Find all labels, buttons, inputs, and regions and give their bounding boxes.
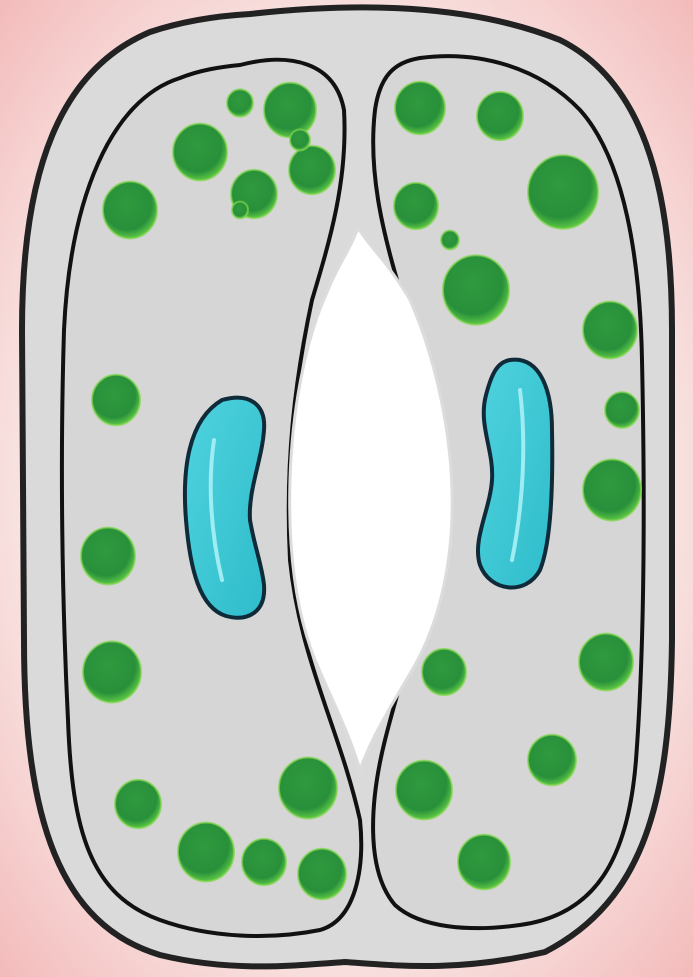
- chloroplast: [395, 82, 445, 135]
- chloroplast: [477, 92, 523, 140]
- chloroplast: [458, 835, 510, 890]
- chloroplast: [103, 182, 157, 239]
- chloroplast: [289, 146, 335, 194]
- chloroplast: [83, 642, 141, 703]
- chloroplast: [242, 839, 286, 885]
- chloroplast: [583, 302, 637, 359]
- chloroplast: [290, 130, 310, 151]
- chloroplast: [396, 761, 452, 820]
- chloroplast: [227, 89, 253, 116]
- chloroplast: [92, 375, 140, 425]
- chloroplast: [605, 392, 639, 428]
- chloroplast: [264, 83, 316, 138]
- chloroplast: [298, 849, 346, 899]
- chloroplast: [528, 155, 598, 229]
- chloroplast: [279, 758, 337, 819]
- chloroplast: [394, 183, 438, 229]
- chloroplast: [528, 735, 576, 785]
- chloroplast: [579, 634, 633, 691]
- chloroplast: [232, 202, 248, 219]
- chloroplast: [422, 649, 466, 695]
- chloroplast: [441, 231, 459, 250]
- chloroplast: [173, 124, 227, 181]
- chloroplast: [583, 460, 641, 521]
- chloroplast: [115, 780, 161, 828]
- chloroplast: [81, 528, 135, 585]
- chloroplast: [443, 255, 509, 324]
- chloroplast: [178, 823, 234, 882]
